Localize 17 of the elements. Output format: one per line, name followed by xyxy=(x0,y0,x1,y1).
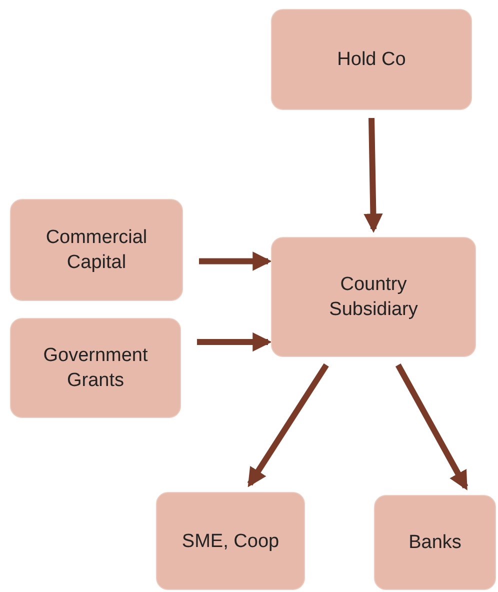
box-label: Banks xyxy=(408,531,462,555)
box-label: Hold Co xyxy=(337,48,406,72)
arrow xyxy=(247,363,329,488)
box-label: Country Subsidiary xyxy=(328,273,419,322)
arrow xyxy=(395,364,468,490)
process-box xyxy=(156,492,305,590)
box-label: Commercial Capital xyxy=(44,226,148,275)
process-box xyxy=(271,237,476,357)
process-box xyxy=(10,199,183,301)
box-label: Government Grants xyxy=(42,344,149,393)
process-box xyxy=(271,9,472,110)
arrow xyxy=(197,332,272,352)
box-label: SME, Coop xyxy=(182,530,280,554)
arrow xyxy=(199,252,272,271)
process-box xyxy=(374,495,496,590)
arrow xyxy=(364,118,383,233)
process-box xyxy=(10,318,181,418)
